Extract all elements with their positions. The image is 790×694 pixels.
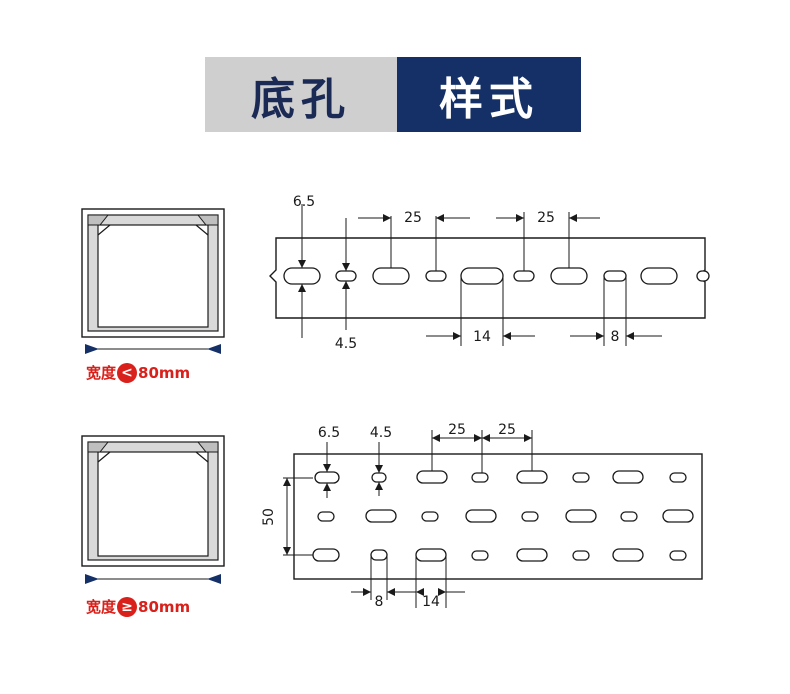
width-arrows-wide (85, 574, 221, 584)
width-value: 80mm (138, 363, 191, 382)
dim-slot-height: 6.5 (318, 425, 340, 441)
title-left: 底孔 (205, 57, 397, 132)
dim-slot-length: 14 (473, 329, 491, 345)
dim-small-hole: 4.5 (370, 425, 392, 441)
width-prefix: 宽度 (86, 364, 117, 382)
dim-row-spacing: 50 (261, 508, 277, 526)
title-banner: 底孔 样式 (205, 57, 581, 132)
width-prefix: 宽度 (86, 598, 117, 616)
trunking-profile-wide (81, 435, 225, 567)
dim-slot-length: 14 (422, 594, 440, 610)
trunking-profile-narrow (81, 208, 225, 338)
width-label-narrow: 宽度 < 80mm (86, 362, 190, 383)
dim-slot-height: 6.5 (293, 194, 315, 210)
less-than-badge: < (117, 362, 138, 383)
dim-pitch-right: 25 (498, 422, 516, 438)
greater-equal-badge: ≥ (117, 596, 138, 617)
width-value: 80mm (138, 597, 191, 616)
width-arrows-narrow (85, 344, 221, 354)
base-hole-diagram-narrow: 6.5 4.5 25 25 14 8 (269, 194, 710, 352)
dim-small-hole: 4.5 (335, 336, 357, 352)
dim-hole-length: 8 (611, 329, 620, 345)
base-hole-diagram-wide: 6.5 4.5 25 25 50 8 14 (261, 422, 703, 610)
width-label-wide: 宽度 ≥ 80mm (86, 596, 190, 617)
dim-pitch-left: 25 (448, 422, 466, 438)
dim-hole-length: 8 (375, 594, 384, 610)
dim-pitch-left: 25 (404, 210, 422, 226)
dim-pitch-right: 25 (537, 210, 555, 226)
title-right: 样式 (397, 57, 581, 132)
